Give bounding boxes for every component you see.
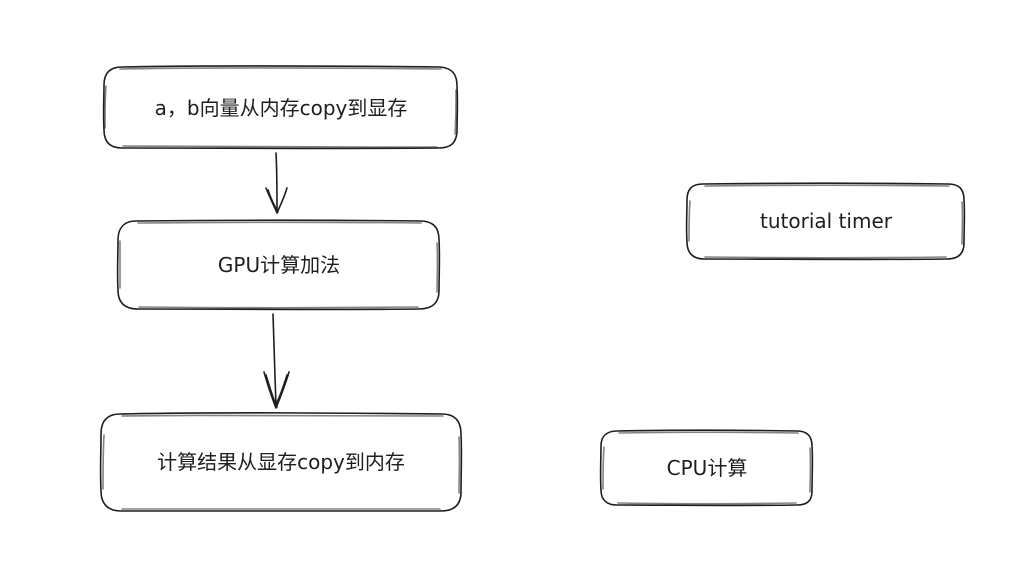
arrow-head	[263, 371, 290, 409]
node-copy-to-host[interactable]: 计算结果从显存copy到内存	[99, 412, 463, 513]
node-copy-to-gpu-border	[102, 65, 459, 150]
node-tutorial-timer[interactable]: tutorial timer	[685, 182, 966, 261]
node-copy-to-host-border	[99, 412, 463, 513]
node-gpu-add[interactable]: GPU计算加法	[116, 219, 441, 311]
node-cpu-compute-border-sketch	[602, 431, 812, 505]
node-gpu-add-label: GPU计算加法	[218, 253, 340, 277]
node-cpu-compute-label: CPU计算	[667, 456, 748, 480]
node-copy-to-gpu[interactable]: a，b向量从内存copy到显存	[102, 65, 459, 150]
arrow-head	[265, 187, 288, 214]
arrow-gpu-add-to-copy-to-host	[263, 313, 290, 409]
node-copy-to-gpu-border-sketch	[104, 67, 457, 148]
node-gpu-add-border	[116, 219, 441, 311]
node-gpu-add-border-sketch	[119, 221, 439, 309]
arrow-shaft	[275, 152, 278, 213]
node-copy-to-host-label: 计算结果从显存copy到内存	[157, 450, 405, 474]
node-copy-to-host-border-sketch	[102, 414, 461, 511]
node-copy-to-gpu-label: a，b向量从内存copy到显存	[155, 96, 408, 120]
node-tutorial-timer-border	[685, 182, 966, 261]
node-cpu-compute[interactable]: CPU计算	[599, 429, 814, 507]
node-tutorial-timer-label: tutorial timer	[760, 209, 893, 233]
node-cpu-compute-border	[599, 429, 814, 507]
arrow-copy-to-gpu-to-gpu-add	[265, 152, 288, 214]
arrow-shaft	[272, 313, 277, 408]
node-tutorial-timer-border-sketch	[688, 184, 964, 259]
